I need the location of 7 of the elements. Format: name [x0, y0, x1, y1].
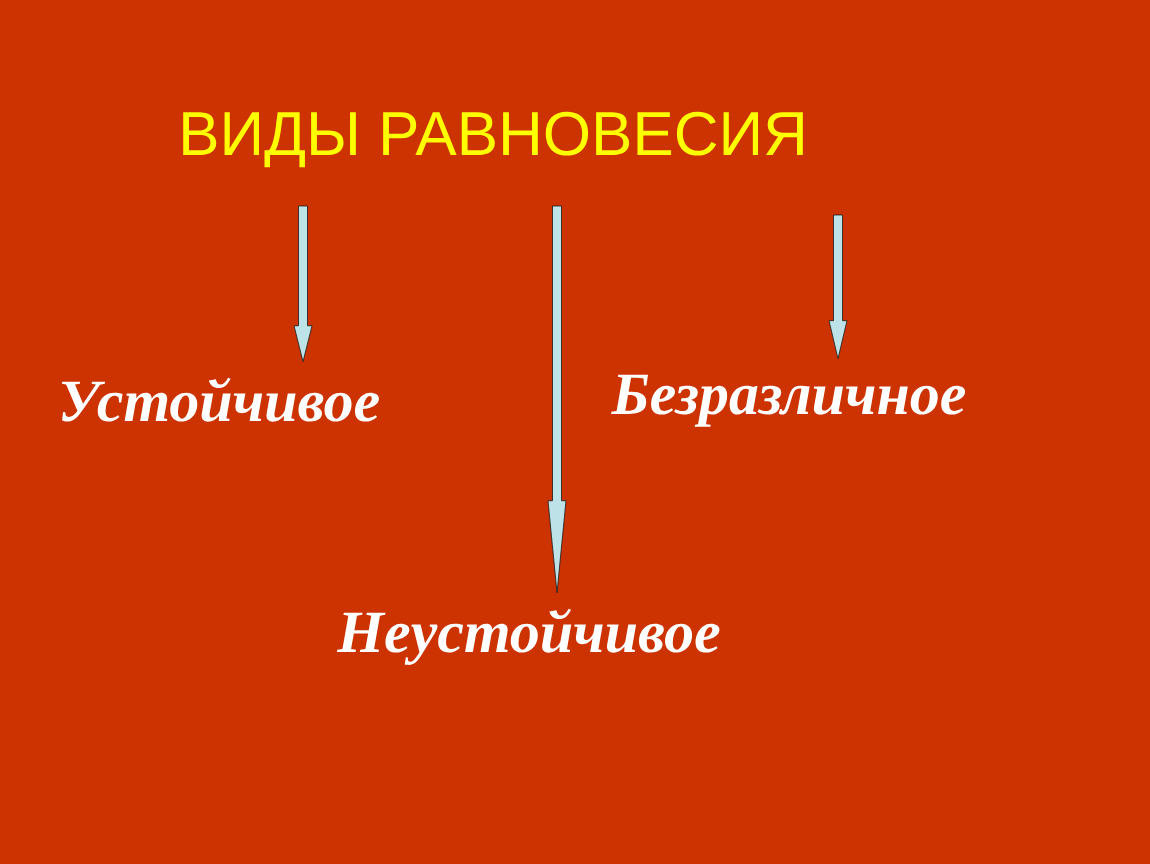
arrow	[547, 205, 567, 594]
term-label: Безразличное	[611, 374, 966, 427]
arrow	[828, 214, 848, 360]
term-label: Устойчивое	[61, 377, 379, 422]
term-label: Неустойчивое	[336, 608, 720, 665]
arrow	[293, 205, 313, 363]
title: ВИДЫ РАВНОВЕСИЯ	[183, 111, 803, 168]
